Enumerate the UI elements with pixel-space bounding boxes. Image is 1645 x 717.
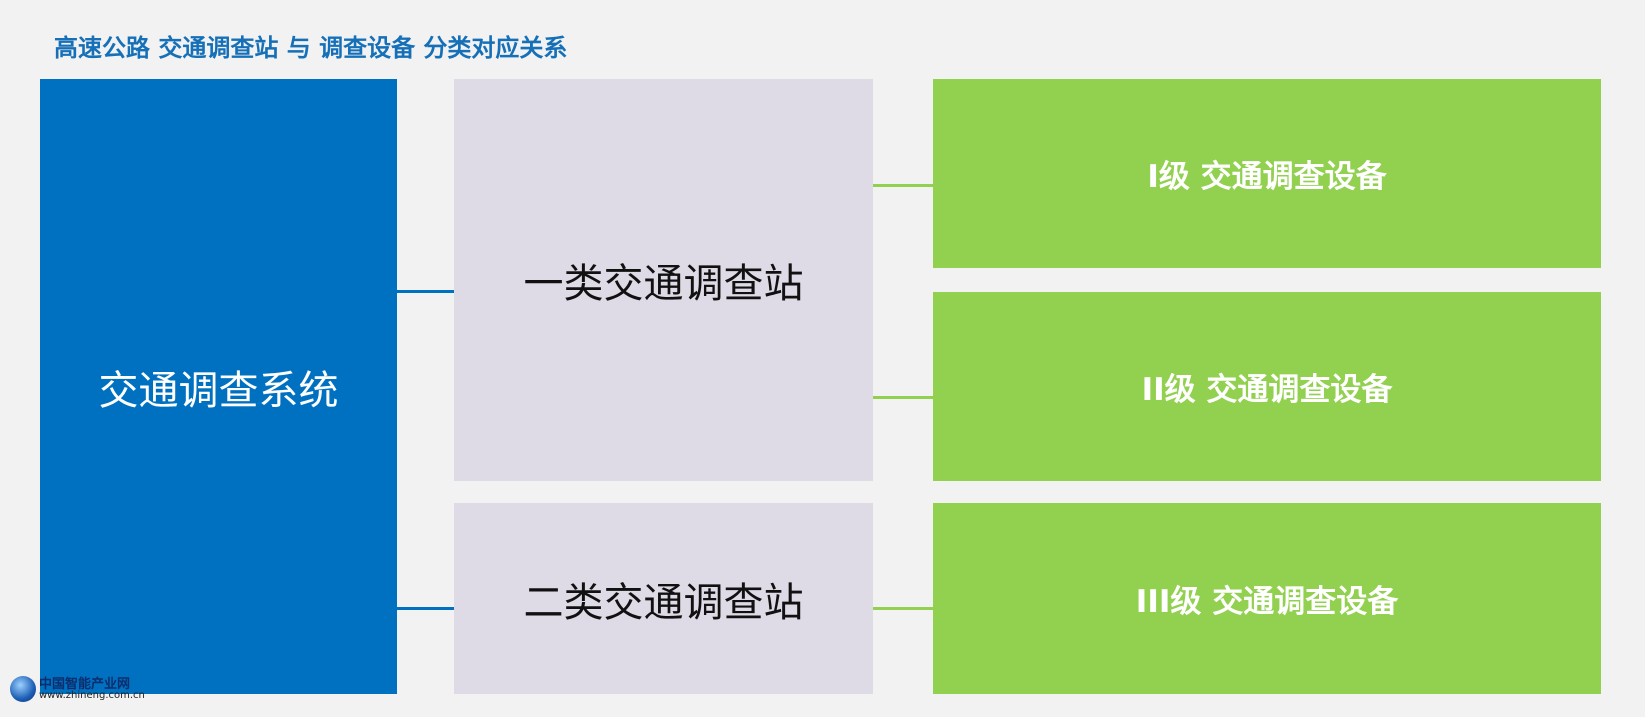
equipment-label: II级 交通调查设备	[1141, 372, 1393, 408]
connector-station-1-equip-2	[873, 396, 933, 399]
watermark-logo: 中国智能产业网 www.zhineng.com.cn	[10, 676, 145, 702]
equipment-label: I级 交通调查设备	[1147, 159, 1387, 195]
watermark-url: www.zhineng.com.cn	[39, 689, 145, 701]
equipment-label: III级 交通调查设备	[1135, 584, 1399, 620]
equipment-node-level-2: II级 交通调查设备	[933, 292, 1601, 481]
equipment-node-level-1: I级 交通调查设备	[933, 79, 1601, 268]
station-node-class-2: 二类交通调查站	[454, 503, 873, 694]
watermark-name: 中国智能产业网	[39, 676, 131, 692]
station-label: 一类交通调查站	[523, 261, 804, 307]
connector-station-2-equip-3	[873, 607, 933, 610]
diagram-title: 高速公路 交通调查站 与 调查设备 分类对应关系	[54, 34, 568, 62]
root-node-traffic-survey-system: 交通调查系统	[40, 79, 397, 694]
equipment-node-level-3: III级 交通调查设备	[933, 503, 1601, 694]
connector-root-station-1	[397, 290, 454, 293]
connector-root-station-2	[397, 607, 454, 610]
globe-icon	[10, 676, 36, 702]
station-node-class-1: 一类交通调查站	[454, 79, 873, 481]
station-label: 二类交通调查站	[523, 579, 804, 626]
connector-station-1-equip-1	[873, 184, 933, 187]
root-label: 交通调查系统	[98, 367, 339, 414]
